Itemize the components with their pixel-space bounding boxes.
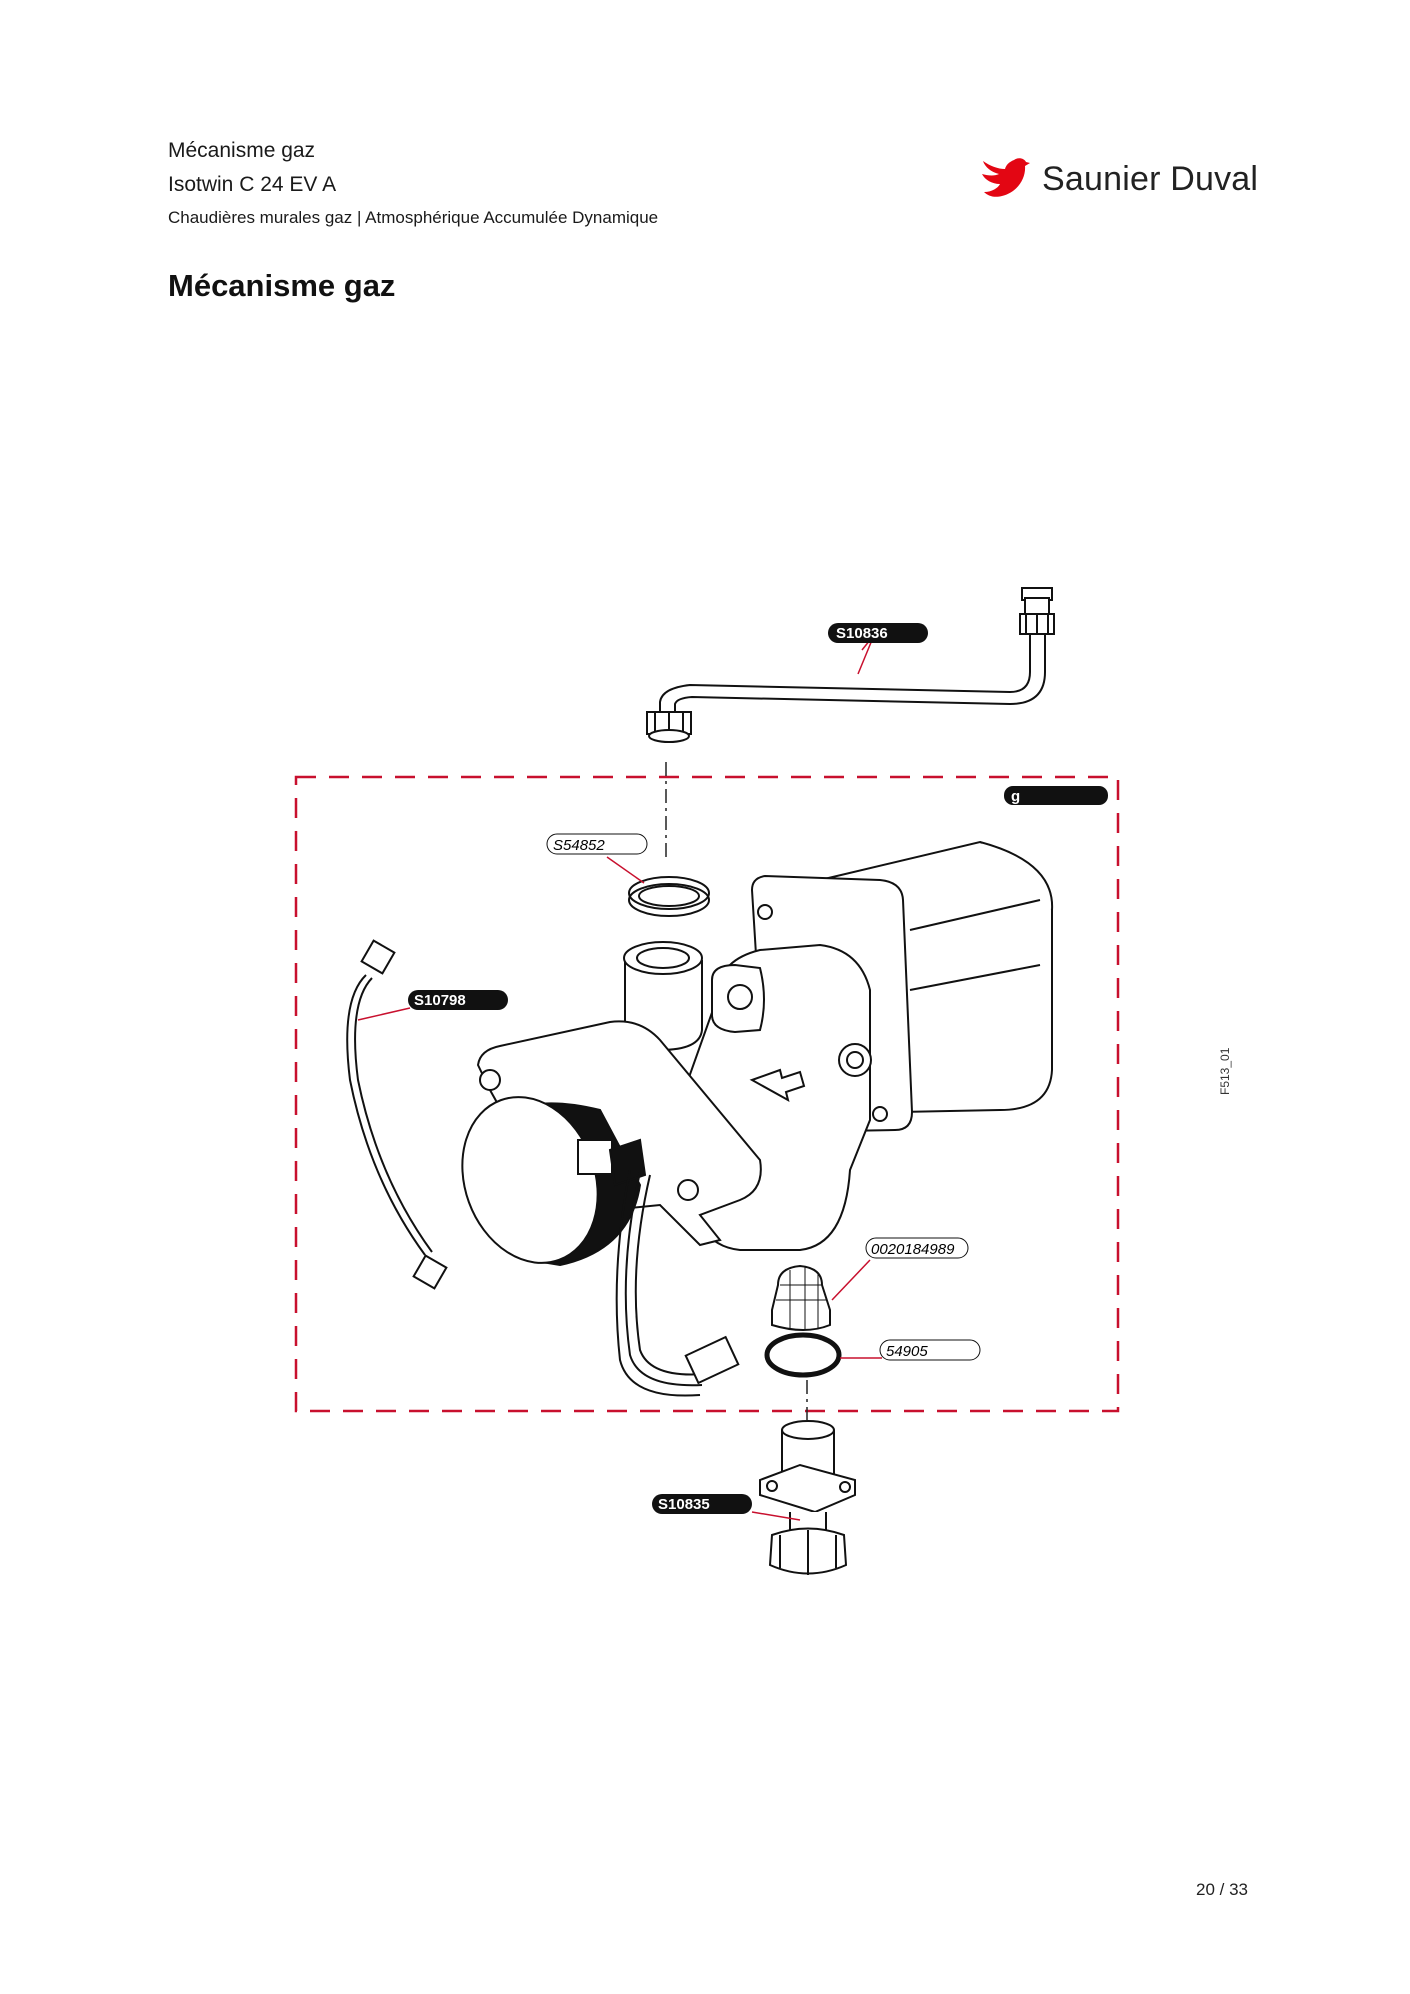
part-label-seal: S54852 — [546, 833, 648, 855]
svg-text:0020184989: 0020184989 — [871, 1241, 955, 1258]
leader-lines — [357, 639, 882, 1521]
svg-text:g: g — [1011, 788, 1020, 805]
part-label-connector: S10835 — [652, 1494, 752, 1514]
connector-drawing — [759, 1420, 856, 1575]
seal-ring-drawing — [628, 876, 710, 917]
header-model: Isotwin C 24 EV A — [168, 173, 337, 196]
group-frame — [294, 775, 1120, 1413]
gas-valve-drawing — [461, 840, 1054, 1397]
part-label-pipe: S10836 — [828, 623, 928, 643]
brand-name: Saunier Duval — [1042, 159, 1259, 198]
filter-drawing — [771, 1264, 831, 1331]
page-title: Mécanisme gaz — [168, 268, 396, 303]
brand-logo: Saunier Duval — [980, 156, 1258, 202]
figure-reference: F513_01 — [1218, 1047, 1232, 1095]
svg-text:54905: 54905 — [886, 1343, 928, 1360]
svg-text:S54852: S54852 — [553, 837, 605, 854]
cable-drawing — [346, 939, 448, 1290]
header-section: Mécanisme gaz — [168, 139, 316, 162]
o-ring-drawing — [764, 1332, 842, 1378]
part-label-cable: S10798 — [408, 990, 508, 1010]
part-label-o-ring: 54905 — [879, 1339, 981, 1361]
bird-logo-icon — [982, 158, 1030, 197]
svg-text:S10836: S10836 — [836, 625, 888, 642]
part-label-filter: 0020184989 — [865, 1237, 969, 1259]
svg-text:S10835: S10835 — [658, 1496, 710, 1513]
part-label-group: g — [1004, 786, 1108, 805]
document-header: Mécanisme gaz Isotwin C 24 EV A Chaudièr… — [168, 134, 658, 234]
header-category: Chaudières murales gaz | Atmosphérique A… — [168, 208, 659, 227]
svg-text:S10798: S10798 — [414, 992, 466, 1009]
page-number: 20 / 33 — [1196, 1880, 1248, 1899]
pipe-drawing — [646, 587, 1055, 743]
